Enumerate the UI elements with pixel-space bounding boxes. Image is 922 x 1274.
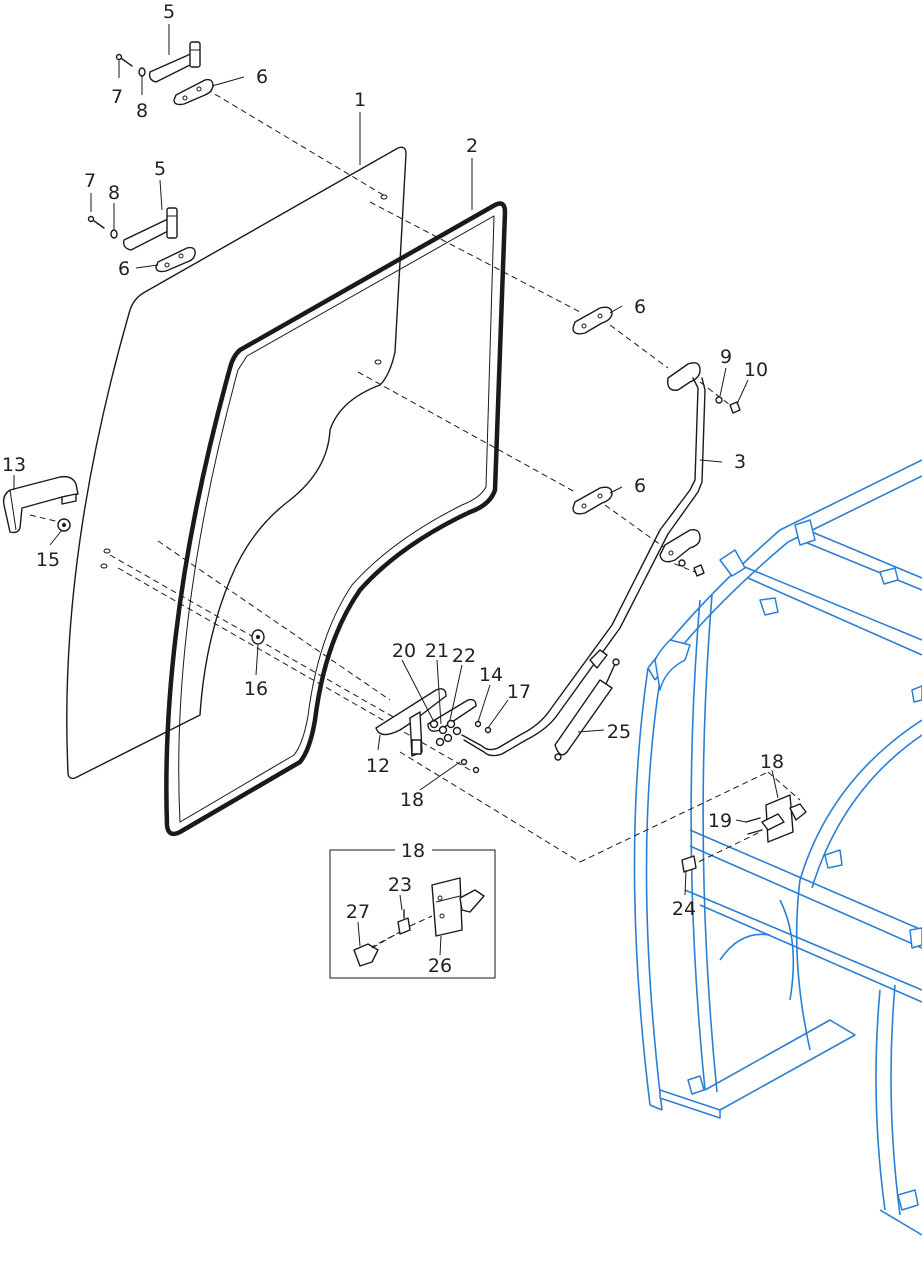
latch-detail-box: [329, 849, 496, 979]
callout-10: 10: [744, 359, 768, 381]
callout-13: 14: [479, 664, 503, 686]
callout-4: 5: [163, 1, 175, 23]
callout-22: 22: [452, 645, 476, 667]
callout-6-plate-upper: 6: [634, 296, 646, 318]
callout-25: 26: [428, 955, 452, 977]
bushing: [251, 629, 265, 645]
callout-24: 25: [607, 721, 631, 743]
door-handle: [2, 475, 79, 534]
callout-8-upper: 8: [136, 100, 148, 122]
callout-3: 3: [734, 451, 746, 473]
door-latch: [681, 794, 807, 873]
callout-17: 18: [400, 789, 424, 811]
callout-16: 16: [244, 678, 268, 700]
callout-5: 5: [154, 158, 166, 180]
callout-7-lower: 7: [84, 170, 96, 192]
door-glass-panel: [66, 146, 407, 780]
callout-27: 27: [346, 901, 370, 923]
leader-lines: [13, 24, 779, 956]
hinge-upper: [115, 41, 214, 106]
door-seal: [164, 201, 508, 837]
callout-8-lower: 8: [108, 182, 120, 204]
assembly-lines: [29, 83, 801, 949]
lower-bracket: [375, 688, 492, 774]
callout-labels: 5 7 8 6 1 2 5 7 8 6 6 9 10 3 6 13 15 16 …: [2, 1, 784, 977]
callout-9: 9: [720, 346, 732, 368]
stay-rod: [461, 362, 741, 757]
callout-14: 17: [507, 681, 531, 703]
callout-12: 13: [2, 454, 26, 476]
callout-2: 2: [466, 135, 478, 157]
gas-strut: [554, 658, 620, 761]
cab-frame: [633, 459, 922, 1236]
callout-26: 23: [388, 874, 412, 896]
mounting-plates: [572, 306, 613, 515]
callout-6-hinge-lower: 6: [118, 258, 130, 280]
callout-6-hinge-upper: 6: [256, 66, 268, 88]
callout-15: 15: [36, 549, 60, 571]
callout-1: 1: [354, 89, 366, 111]
callout-7-upper: 7: [111, 86, 123, 108]
callout-19: 19: [708, 810, 732, 832]
callout-23: 24: [672, 898, 696, 920]
callout-18-latch: 18: [760, 751, 784, 773]
callout-6-plate-lower: 6: [634, 475, 646, 497]
callout-21: 21: [425, 640, 449, 662]
callout-11: 12: [366, 755, 390, 777]
callout-20: 20: [392, 640, 416, 662]
hinge-lower: [87, 207, 196, 273]
callout-18-detail: 18: [401, 840, 425, 862]
